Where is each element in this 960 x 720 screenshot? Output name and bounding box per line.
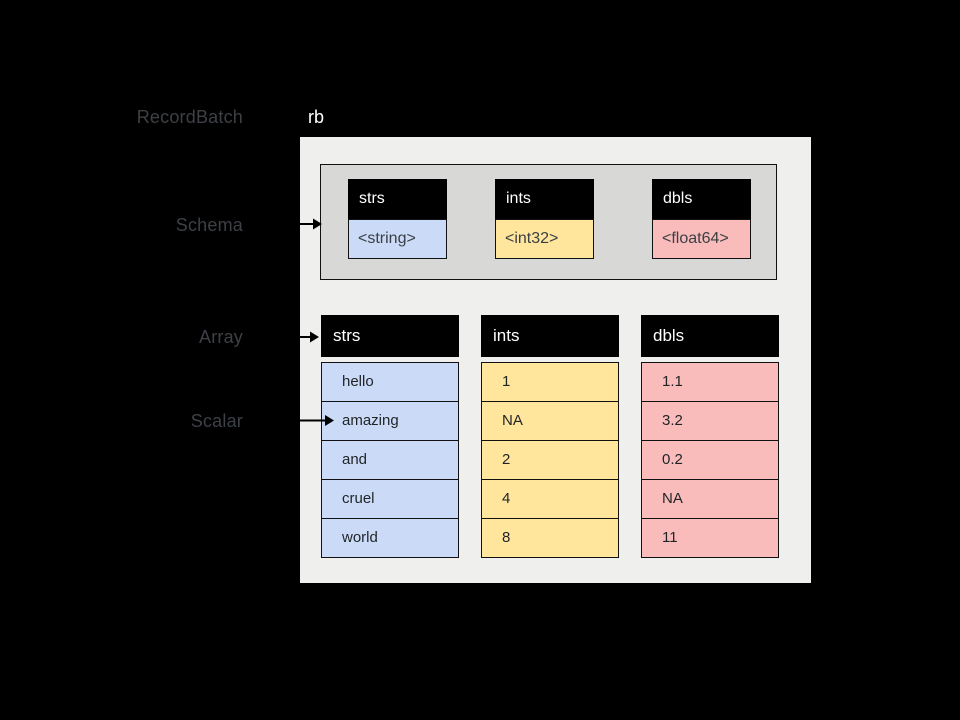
array-cell: cruel <box>321 479 459 519</box>
array-cell: 11 <box>641 518 779 558</box>
array-cell: hello <box>321 362 459 402</box>
array-cells: 1 NA 2 4 8 <box>481 362 619 558</box>
array-cell: 8 <box>481 518 619 558</box>
array-cell: 1 <box>481 362 619 402</box>
array-cell: 4 <box>481 479 619 519</box>
schema-field-name: ints <box>495 179 594 219</box>
array-column-ints: ints 1 NA 2 4 8 <box>481 315 619 558</box>
array-cell: amazing <box>321 401 459 441</box>
array-cells: hello amazing and cruel world <box>321 362 459 558</box>
array-cell: 3.2 <box>641 401 779 441</box>
label-scalar: Scalar <box>190 411 243 431</box>
array-cell: NA <box>481 401 619 441</box>
label-array: Array <box>198 327 243 347</box>
schema-field-dbls: dbls <float64> <box>652 179 751 259</box>
array-cell: 0.2 <box>641 440 779 480</box>
array-column-dbls: dbls 1.1 3.2 0.2 NA 11 <box>641 315 779 558</box>
schema-field-name: strs <box>348 179 447 219</box>
array-cell: 1.1 <box>641 362 779 402</box>
array-column-strs: strs hello amazing and cruel world <box>321 315 459 558</box>
array-header: ints <box>481 315 619 357</box>
array-cell: 2 <box>481 440 619 480</box>
array-cell: NA <box>641 479 779 519</box>
array-cells: 1.1 3.2 0.2 NA 11 <box>641 362 779 558</box>
label-schema: Schema <box>175 215 243 235</box>
schema-field-type: <float64> <box>652 219 751 259</box>
array-header: dbls <box>641 315 779 357</box>
label-recordbatch: RecordBatch <box>136 107 243 127</box>
schema-field-strs: strs <string> <box>348 179 447 259</box>
array-cell: world <box>321 518 459 558</box>
array-cell: and <box>321 440 459 480</box>
schema-field-ints: ints <int32> <box>495 179 594 259</box>
schema-field-type: <string> <box>348 219 447 259</box>
schema-box: strs <string> ints <int32> dbls <float64… <box>320 164 777 280</box>
schema-field-type: <int32> <box>495 219 594 259</box>
recordbatch-panel: strs <string> ints <int32> dbls <float64… <box>300 137 811 583</box>
schema-field-name: dbls <box>652 179 751 219</box>
variable-name-label: rb <box>308 107 325 127</box>
array-header: strs <box>321 315 459 357</box>
